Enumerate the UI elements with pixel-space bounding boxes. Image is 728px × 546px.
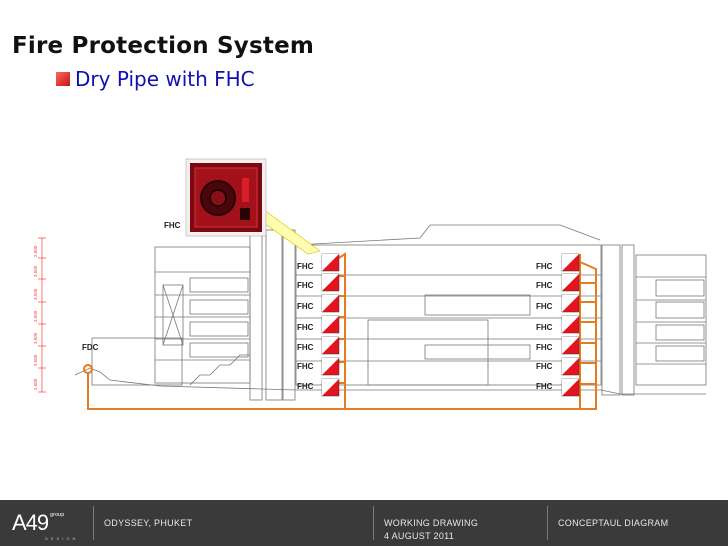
fhc-label: FHC — [297, 382, 314, 391]
fhc-label: FHC — [536, 302, 553, 311]
square-bullet-icon — [56, 72, 70, 86]
dim-label: 3,500 — [33, 332, 38, 344]
logo-sup-text: group — [50, 512, 65, 518]
fhc-valve-icon — [321, 378, 340, 397]
fhc-valve-icon — [321, 273, 340, 292]
logo-sub-text: DESIGN — [45, 536, 79, 541]
fhc-label: FHC — [297, 362, 314, 371]
diagram-type: CONCEPTAUL DIAGRAM — [558, 518, 669, 528]
fhc-valve-icon — [561, 294, 580, 313]
fhc-valve-icon — [321, 336, 340, 355]
fhc-label: FHC — [297, 281, 314, 290]
footer-divider — [547, 506, 548, 540]
page-title: Fire Protection System — [12, 33, 315, 59]
fhc-valve-icon — [561, 357, 580, 376]
company-logo: A49 — [12, 510, 49, 535]
footer-divider — [373, 506, 374, 540]
building-section — [74, 219, 707, 401]
dry-pipe-network — [83, 252, 597, 410]
dim-label: 3,500 — [33, 310, 38, 322]
fhc-valve-icon — [321, 253, 340, 272]
fhc-valves-left — [321, 253, 340, 397]
fhc-valve-icon — [561, 273, 580, 292]
fhc-callout-label: FHC — [164, 221, 181, 230]
fhc-valve-icon — [321, 315, 340, 334]
fhc-label: FHC — [536, 262, 553, 271]
drawing-date: 4 AUGUST 2011 — [384, 531, 455, 541]
dimension-ruler: 2,600 3,500 3,500 3,500 3,500 3,500 2,60… — [33, 237, 46, 393]
fhc-label: FHC — [536, 362, 553, 371]
dim-label: 2,600 — [33, 245, 38, 257]
dim-label: 2,600 — [33, 378, 38, 390]
fhc-label: FHC — [536, 323, 553, 332]
dim-label: 3,500 — [33, 288, 38, 300]
fhc-label: FHC — [297, 262, 314, 271]
fire-protection-diagram: 2,600 3,500 3,500 3,500 3,500 3,500 2,60… — [33, 158, 707, 410]
fhc-label: FHC — [536, 382, 553, 391]
fhc-cabinet-photo — [185, 158, 321, 255]
fhc-valve-icon — [561, 315, 580, 334]
fhc-label: FHC — [297, 323, 314, 332]
fhc-valve-icon — [321, 357, 340, 376]
fdc-label: FDC — [82, 343, 99, 352]
fhc-valve-icon — [561, 336, 580, 355]
drawing-stage: WORKING DRAWING — [384, 518, 479, 528]
fhc-valves-right — [561, 253, 580, 397]
fhc-valve-icon — [561, 378, 580, 397]
page-subtitle: Dry Pipe with FHC — [75, 67, 255, 91]
subtitle-row: Dry Pipe with FHC — [56, 67, 255, 91]
project-name: ODYSSEY, PHUKET — [104, 518, 193, 528]
footer-bar: A49 group DESIGN ODYSSEY, PHUKET WORKING… — [0, 500, 728, 546]
footer-divider — [93, 506, 94, 540]
dim-label: 3,500 — [33, 354, 38, 366]
fhc-label: FHC — [297, 302, 314, 311]
fhc-label: FHC — [536, 281, 553, 290]
fhc-valve-icon — [321, 294, 340, 313]
fhc-valve-icon — [561, 253, 580, 272]
fhc-label: FHC — [536, 343, 553, 352]
dim-label: 3,500 — [33, 265, 38, 277]
fhc-label: FHC — [297, 343, 314, 352]
